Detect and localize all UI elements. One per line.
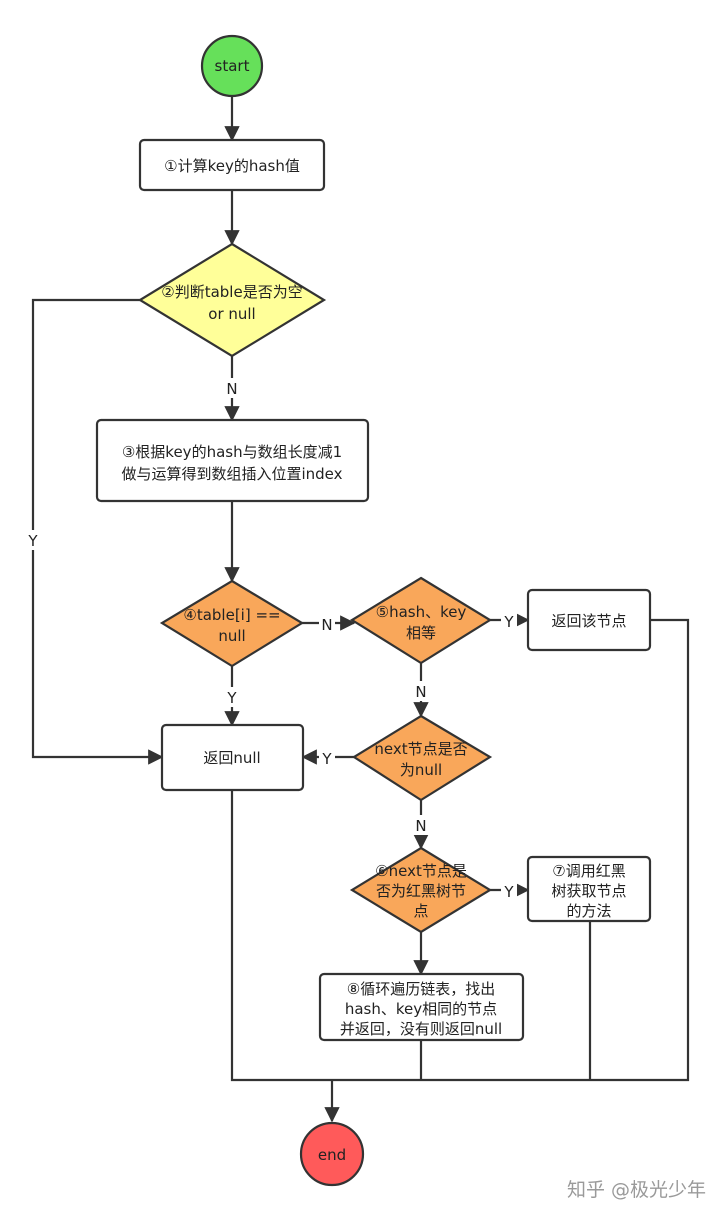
rbtree-get-box: ⑦调用红黑 树获取节点 的方法 <box>526 855 652 923</box>
start-node: start <box>200 34 264 98</box>
hash-key-equal-diamond: ⑤hash、key 相等 <box>349 576 493 665</box>
slot-null-check-diamond: ④table[i] == null <box>159 579 305 668</box>
compute-index-label-1: ③根据key的hash与数组长度减1 <box>122 443 342 461</box>
edge-n2-to-retnull <box>31 298 164 765</box>
traverse-list-label-3: 并返回，没有则返回null <box>340 1020 502 1038</box>
rbtree-node-check-diamond: ⑥next节点是 否为红黑树节 点 <box>349 846 493 934</box>
hash-key-equal-label-1: ⑤hash、key <box>376 603 467 621</box>
rbtree-node-check-label-2: 否为红黑树节 <box>376 882 466 900</box>
traverse-list-label-2: hash、key相同的节点 <box>345 1000 497 1018</box>
edge-label-n5-yes: Y <box>503 613 514 631</box>
return-null-box: 返回null <box>160 723 305 792</box>
edge-label-n4-yes: Y <box>226 689 237 707</box>
rbtree-get-label-2: 树获取节点 <box>551 882 626 900</box>
next-null-check-label-1: next节点是否 <box>374 740 467 758</box>
table-empty-check-diamond: ②判断table是否为空 or null <box>137 242 327 358</box>
rbtree-get-label-3: 的方法 <box>566 902 611 920</box>
next-null-check-label-2: 为null <box>400 761 442 779</box>
slot-null-check-label-1: ④table[i] == <box>183 606 280 624</box>
table-empty-check-label-1: ②判断table是否为空 <box>161 283 302 301</box>
edge-label-n5-no: N <box>415 683 426 701</box>
start-label: start <box>215 57 250 75</box>
compute-hash-label: ①计算key的hash值 <box>164 157 300 175</box>
traverse-list-box: ⑧循环遍历链表，找出 hash、key相同的节点 并返回，没有则返回null <box>318 972 525 1042</box>
return-null-label: 返回null <box>203 749 260 767</box>
rbtree-node-check-label-3: 点 <box>413 902 428 920</box>
edge-label-n2-yes: Y <box>27 532 38 550</box>
compute-hash-box: ①计算key的hash值 <box>138 138 326 192</box>
edge-retnode-merge <box>332 618 690 1082</box>
compute-index-label-2: 做与运算得到数组插入位置index <box>121 465 342 483</box>
return-node-box: 返回该节点 <box>526 588 652 652</box>
compute-index-box: ③根据key的hash与数组长度减1 做与运算得到数组插入位置index <box>95 418 370 503</box>
watermark-text: 知乎 @极光少年 <box>567 1179 706 1201</box>
return-node-label: 返回该节点 <box>551 612 626 630</box>
edge-label-next-no: N <box>415 817 426 835</box>
rbtree-get-label-1: ⑦调用红黑 <box>552 862 625 880</box>
slot-null-check-label-2: null <box>218 627 245 645</box>
edge-label-n6-yes: Y <box>503 883 514 901</box>
end-label: end <box>318 1146 346 1164</box>
end-node: end <box>299 1121 365 1187</box>
edge-retnull-merge <box>230 790 332 1082</box>
traverse-list-label-1: ⑧循环遍历链表，找出 <box>347 980 495 998</box>
edge-label-n4-no: N <box>321 616 332 634</box>
hash-key-equal-label-2: 相等 <box>406 624 436 642</box>
edge-label-n2-no: N <box>226 380 237 398</box>
edge-label-next-yes: Y <box>321 750 332 768</box>
next-null-check-diamond: next节点是否 为null <box>351 714 493 802</box>
rbtree-node-check-label-1: ⑥next节点是 <box>375 862 467 880</box>
table-empty-check-label-2: or null <box>208 305 255 323</box>
